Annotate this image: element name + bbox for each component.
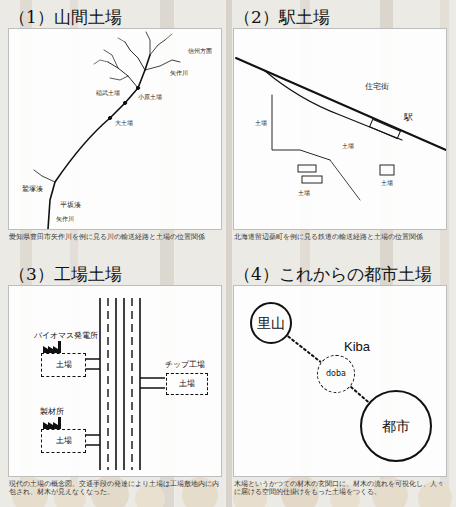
panel-title: （4）これからの都市土場	[234, 264, 432, 284]
panel-grounds-part	[233, 285, 447, 477]
map-label: 矢作川	[56, 216, 74, 223]
road-lines-part	[99, 298, 101, 470]
railway-map-part	[272, 95, 330, 160]
panel-grounds-part	[8, 28, 222, 230]
yard-box: 製材所土場	[41, 429, 86, 453]
road-lines	[85, 298, 165, 470]
map-label: 土場	[342, 143, 354, 150]
river-map-part	[34, 170, 55, 182]
railway-map-part	[370, 119, 401, 138]
river-map-part	[110, 76, 128, 80]
yard-circle: Kibadoba	[317, 355, 355, 393]
node-label: 都市	[382, 418, 410, 435]
panel-title: （1）山間土場	[9, 7, 122, 27]
panel-grounds-part	[8, 285, 222, 477]
railway-map-part	[380, 165, 394, 175]
road-lines-part	[131, 298, 132, 470]
river-map-part	[108, 116, 111, 119]
map-label: 駅	[404, 112, 413, 122]
area-circle: 里山	[250, 302, 292, 344]
road-lines-part	[85, 359, 100, 369]
railway-map-part	[330, 160, 360, 200]
road-lines-part	[115, 298, 117, 470]
map-label: 矢作川	[170, 70, 188, 77]
map-label: 大土場	[115, 120, 133, 127]
map-label: 信州方面	[188, 48, 212, 55]
panel-grounds-part	[233, 28, 447, 230]
node-heading: チップ工場	[165, 360, 205, 370]
map-label: 鷲塚湊	[22, 186, 43, 193]
yard-box: チップ工場土場	[166, 373, 208, 395]
node-label: 土場	[179, 379, 195, 389]
river-map-part	[150, 40, 165, 55]
railway-map-part	[302, 176, 322, 183]
road-lines-part	[139, 298, 141, 470]
panel-caption: 現代の土場の概念図。交通手段の発達により土場は工場敷地内に内包され、材木が見えな…	[9, 480, 221, 497]
railway-map-part	[298, 165, 316, 172]
river-map-part	[165, 34, 172, 40]
map-label: 土場	[298, 190, 310, 197]
panel-caption: 愛知県豊田市矢作川を例に見る川の輸送経路と土場の位置関係	[9, 233, 221, 241]
dotted-flow-line	[288, 337, 320, 362]
panel-grounds	[8, 28, 447, 477]
map-label: 平坂湊	[60, 202, 81, 209]
road-lines-part	[140, 378, 165, 388]
node-heading: バイオマス発電所	[34, 331, 98, 341]
river-map-part	[123, 101, 126, 104]
railway-map-part	[265, 71, 402, 140]
panel-frame: （4）これからの都市土場木場というかつての材木の玄関口に、材木の流れを可視化し、…	[233, 285, 447, 477]
area-circle: 都市	[360, 390, 432, 462]
node-heading: Kiba	[344, 339, 370, 355]
node-label: 里山	[257, 315, 285, 332]
river-map-part	[108, 62, 138, 88]
panel-frame: （2）駅土場北海道留辺蘂町を例に見る鉄道の輸送経路と土場の位置関係	[233, 28, 447, 230]
node-heading: 製材所	[40, 407, 64, 417]
factory-icon-part	[43, 417, 61, 429]
dotted-flow-line	[351, 387, 368, 402]
panel-frame: （3）工場土場現代の土場の概念図。交通手段の発達により土場は工場敷地内に内包され…	[8, 285, 222, 477]
river-map-part	[48, 55, 150, 229]
map-label: 住宅街	[365, 82, 389, 91]
factory-icon-part	[43, 341, 61, 353]
node-label: 土場	[56, 436, 72, 446]
river-map-part	[145, 60, 180, 70]
railway-map	[236, 58, 446, 200]
map-label: 土場	[255, 120, 267, 127]
panel-caption: 木場というかつての材木の玄関口に、材木の流れを可視化し、人々に届ける空間的仕掛け…	[234, 480, 446, 497]
yard-box: バイオマス発電所土場	[41, 353, 86, 377]
river-map-part	[146, 32, 150, 55]
railway-map-part	[236, 58, 446, 150]
panel-caption: 北海道留辺蘂町を例に見る鉄道の輸送経路と土場の位置関係	[234, 233, 446, 241]
map-label: 土場	[381, 180, 393, 187]
road-lines-part	[123, 298, 125, 470]
panel-frame: （1）山間土場愛知県豊田市矢作川を例に見る川の輸送経路と土場の位置関係	[8, 28, 222, 230]
map-label: 稲武土場	[96, 90, 120, 97]
river-map-part	[94, 60, 108, 64]
river-map	[34, 32, 180, 229]
node-label: doba	[326, 369, 346, 379]
map-label: 小原土場	[138, 94, 162, 101]
panel-title: （2）駅土場	[234, 7, 330, 27]
panel-title: （3）工場土場	[9, 264, 122, 284]
node-label: 土場	[56, 360, 72, 370]
river-map-part	[104, 50, 118, 68]
river-map-part	[118, 38, 125, 42]
road-lines-part	[85, 435, 100, 445]
river-map-part	[125, 42, 145, 70]
road-lines-part	[107, 298, 108, 470]
river-map-part	[136, 86, 139, 89]
